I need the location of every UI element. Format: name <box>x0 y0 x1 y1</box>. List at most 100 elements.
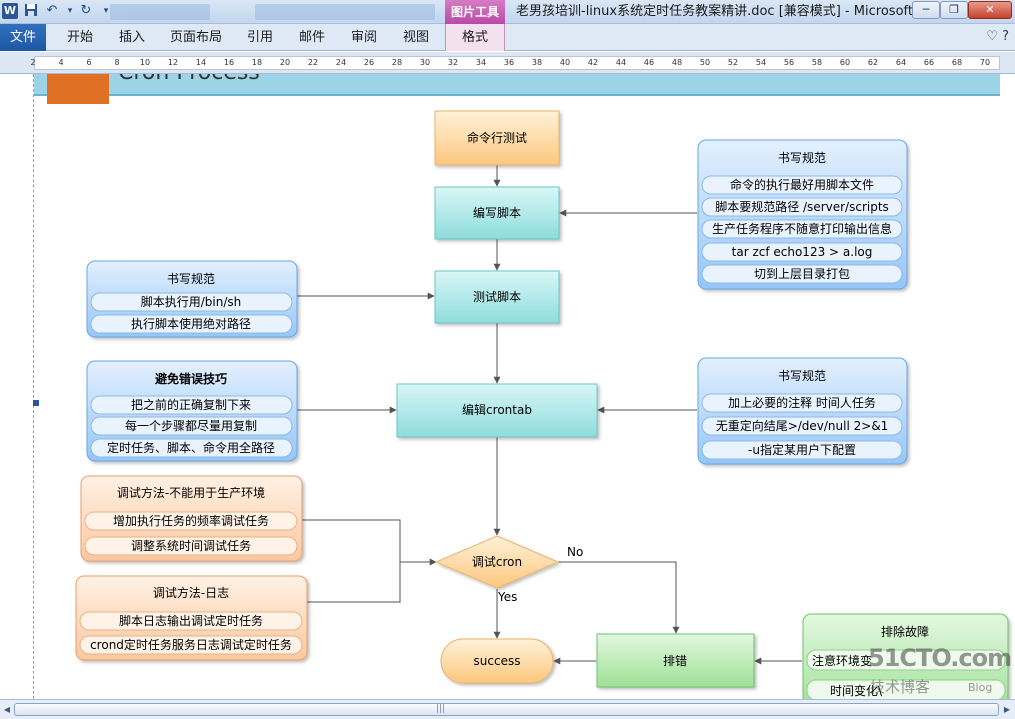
panel-avoid-errors-title: 避免错误技巧 <box>155 371 227 386</box>
tab-references[interactable]: 引用 <box>246 30 273 45</box>
panel-avoid-item: 定时任务、脚本、命令用全路径 <box>107 440 275 455</box>
panel-debug-frequency-title: 调试方法-不能用于生产环境 <box>117 485 265 500</box>
close-button[interactable]: ✕ <box>968 1 1012 19</box>
minimize-button[interactable]: ─ <box>912 1 940 19</box>
watermark-51cto: 51CTO.com <box>868 644 1012 672</box>
node-troubleshoot[interactable]: 排错 <box>596 633 755 688</box>
panel-debug-frequency-item: 增加执行任务的频率调试任务 <box>113 513 269 528</box>
node-test-script[interactable]: 测试脚本 <box>434 270 560 324</box>
ruler-tick-label: 30 <box>419 58 431 67</box>
ruler-tick-label: 52 <box>727 58 739 67</box>
undo-dropdown-icon[interactable]: ▾ <box>67 6 73 16</box>
ruler-tick-label: 20 <box>279 58 291 67</box>
ruler-tick-label: 58 <box>811 58 823 67</box>
page-banner: Cron Process <box>34 74 1000 96</box>
customize-toolbar-icon[interactable]: ▾ <box>103 6 109 16</box>
restore-button[interactable]: ❐ <box>940 1 968 19</box>
panel-script-rules[interactable]: 书写规范 脚本执行用/bin/sh 执行脚本使用绝对路径 <box>86 260 298 338</box>
node-troubleshoot-label: 排错 <box>663 654 687 668</box>
node-command-line-test-label: 命令行测试 <box>467 130 527 145</box>
ruler-tick-label: 66 <box>923 58 935 67</box>
node-edit-crontab[interactable]: 编辑crontab <box>396 383 598 438</box>
panel-troubleshoot[interactable]: 排除故障 注意环境变 时间变化\ <box>802 613 1009 699</box>
help-icon[interactable]: ♡ ? <box>986 29 1009 44</box>
ruler-tick-label: 56 <box>783 58 795 67</box>
connector-lines <box>297 165 802 665</box>
panel-write-item: tar zcf echo123 > a.log <box>732 245 873 259</box>
panel-avoid-item: 每一个步骤都尽量用复制 <box>125 418 257 433</box>
vertical-ruler[interactable] <box>0 74 39 699</box>
panel-crontab-rules-title: 书写规范 <box>778 368 826 383</box>
ruler-tick-label: 28 <box>391 58 403 67</box>
tab-insert[interactable]: 插入 <box>118 30 145 45</box>
tab-format[interactable]: 格式 <box>445 24 505 51</box>
undo-icon[interactable]: ↶ <box>46 3 58 18</box>
ribbon-tab-row: 文件 开始 插入 页面布局 引用 邮件 审阅 视图 格式 ♡ ? <box>0 24 1015 51</box>
panel-debug-log-title: 调试方法-日志 <box>153 585 229 600</box>
ruler-tick-label: 36 <box>503 58 515 67</box>
branch-yes-label: Yes <box>497 590 517 604</box>
ruler-tick-label: 42 <box>587 58 599 67</box>
tab-view[interactable]: 视图 <box>402 30 429 45</box>
save-icon[interactable] <box>23 3 39 19</box>
panel-crontab-item: 加上必要的注释 时间人任务 <box>728 395 876 410</box>
title-bar: W ↶ ▾ ↻ ▾ 图片工具 老男孩培训-linux系统定时任务教案精讲.doc… <box>0 0 1015 24</box>
tab-review[interactable]: 审阅 <box>350 30 377 45</box>
banner-title: Cron Process <box>118 74 260 85</box>
tab-page-layout[interactable]: 页面布局 <box>169 30 222 45</box>
tab-home[interactable]: 开始 <box>66 30 93 45</box>
ruler-tick-label: 8 <box>114 58 120 67</box>
word-app-icon[interactable]: W <box>2 3 18 19</box>
panel-debug-frequency[interactable]: 调试方法-不能用于生产环境 增加执行任务的频率调试任务 调整系统时间调试任务 <box>80 475 303 562</box>
ruler-tick-label: 12 <box>167 58 179 67</box>
panel-debug-log-item: 脚本日志输出调试定时任务 <box>119 613 263 628</box>
watermark-blog: Blog <box>968 681 993 694</box>
ruler-tick-label: 50 <box>699 58 711 67</box>
panel-write-item: 生产任务程序不随意打印输出信息 <box>712 221 892 236</box>
panel-troubleshoot-title: 排除故障 <box>881 624 929 639</box>
ruler-tick-label: 68 <box>951 58 963 67</box>
redo-icon[interactable]: ↻ <box>80 3 92 18</box>
ruler-tick-label: 16 <box>223 58 235 67</box>
panel-avoid-item: 把之前的正确复制下来 <box>131 397 251 412</box>
document-title: 老男孩培训-linux系统定时任务教案精讲.doc [兼容模式] - Micro… <box>516 4 930 19</box>
panel-debug-log[interactable]: 调试方法-日志 脚本日志输出调试定时任务 crond定时任务服务日志调试定时任务 <box>75 575 308 661</box>
ruler-scale <box>34 56 1000 70</box>
ruler-tick-label: 18 <box>251 58 263 67</box>
panel-write-item: 切到上层目录打包 <box>754 267 850 281</box>
node-command-line-test[interactable]: 命令行测试 <box>434 110 560 166</box>
ruler-tick-label: 6 <box>86 58 92 67</box>
ruler-tick-label: 48 <box>671 58 683 67</box>
ruler-tick-label: 46 <box>643 58 655 67</box>
banner-orange-block <box>47 74 109 104</box>
ruler-marker[interactable] <box>33 400 39 406</box>
scroll-left-arrow-icon[interactable]: ◀ <box>3 705 11 714</box>
ruler-tick-label: 60 <box>839 58 851 67</box>
scrollbar-thumb[interactable]: ||| <box>14 703 999 716</box>
ruler-tick-label: 62 <box>867 58 879 67</box>
panel-avoid-errors[interactable]: 避免错误技巧 把之前的正确复制下来 每一个步骤都尽量用复制 定时任务、脚本、命令… <box>86 360 298 462</box>
node-test-script-label: 测试脚本 <box>473 289 521 304</box>
tab-file[interactable]: 文件 <box>0 24 46 51</box>
scroll-right-arrow-icon[interactable]: ▶ <box>1003 705 1011 714</box>
document-area[interactable]: Cron Process <box>0 74 1015 699</box>
ruler-tick-label: 22 <box>307 58 319 67</box>
tab-mailings[interactable]: 邮件 <box>298 30 325 45</box>
ruler-tick-label: 14 <box>195 58 207 67</box>
ruler-tick-label: 70 <box>979 58 991 67</box>
ruler-tick-label: 54 <box>755 58 767 67</box>
panel-crontab-item: -u指定某用户下配置 <box>748 442 856 457</box>
node-debug-cron[interactable]: 调试cron <box>434 535 560 589</box>
panel-script-item: 脚本执行用/bin/sh <box>141 294 242 309</box>
cron-process-diagram[interactable]: 命令行测试 编写脚本 测试脚本 编辑crontab 调试cron No Yes … <box>0 74 1015 699</box>
node-write-script[interactable]: 编写脚本 <box>434 186 560 240</box>
picture-tools-context-tab[interactable]: 图片工具 <box>445 0 505 24</box>
node-success[interactable]: success <box>440 638 554 684</box>
horizontal-scrollbar[interactable]: ◀ ||| ▶ <box>0 699 1015 719</box>
ruler-tick-label: 10 <box>139 58 151 67</box>
panel-write-rules[interactable]: 书写规范 命令的执行最好用脚本文件 脚本要规范路径 /server/script… <box>697 139 908 290</box>
panel-troubleshoot-item: 注意环境变 <box>812 653 872 668</box>
panel-script-item: 执行脚本使用绝对路径 <box>131 316 251 331</box>
panel-crontab-rules[interactable]: 书写规范 加上必要的注释 时间人任务 无重定向结尾>/dev/null 2>&1… <box>697 357 908 465</box>
